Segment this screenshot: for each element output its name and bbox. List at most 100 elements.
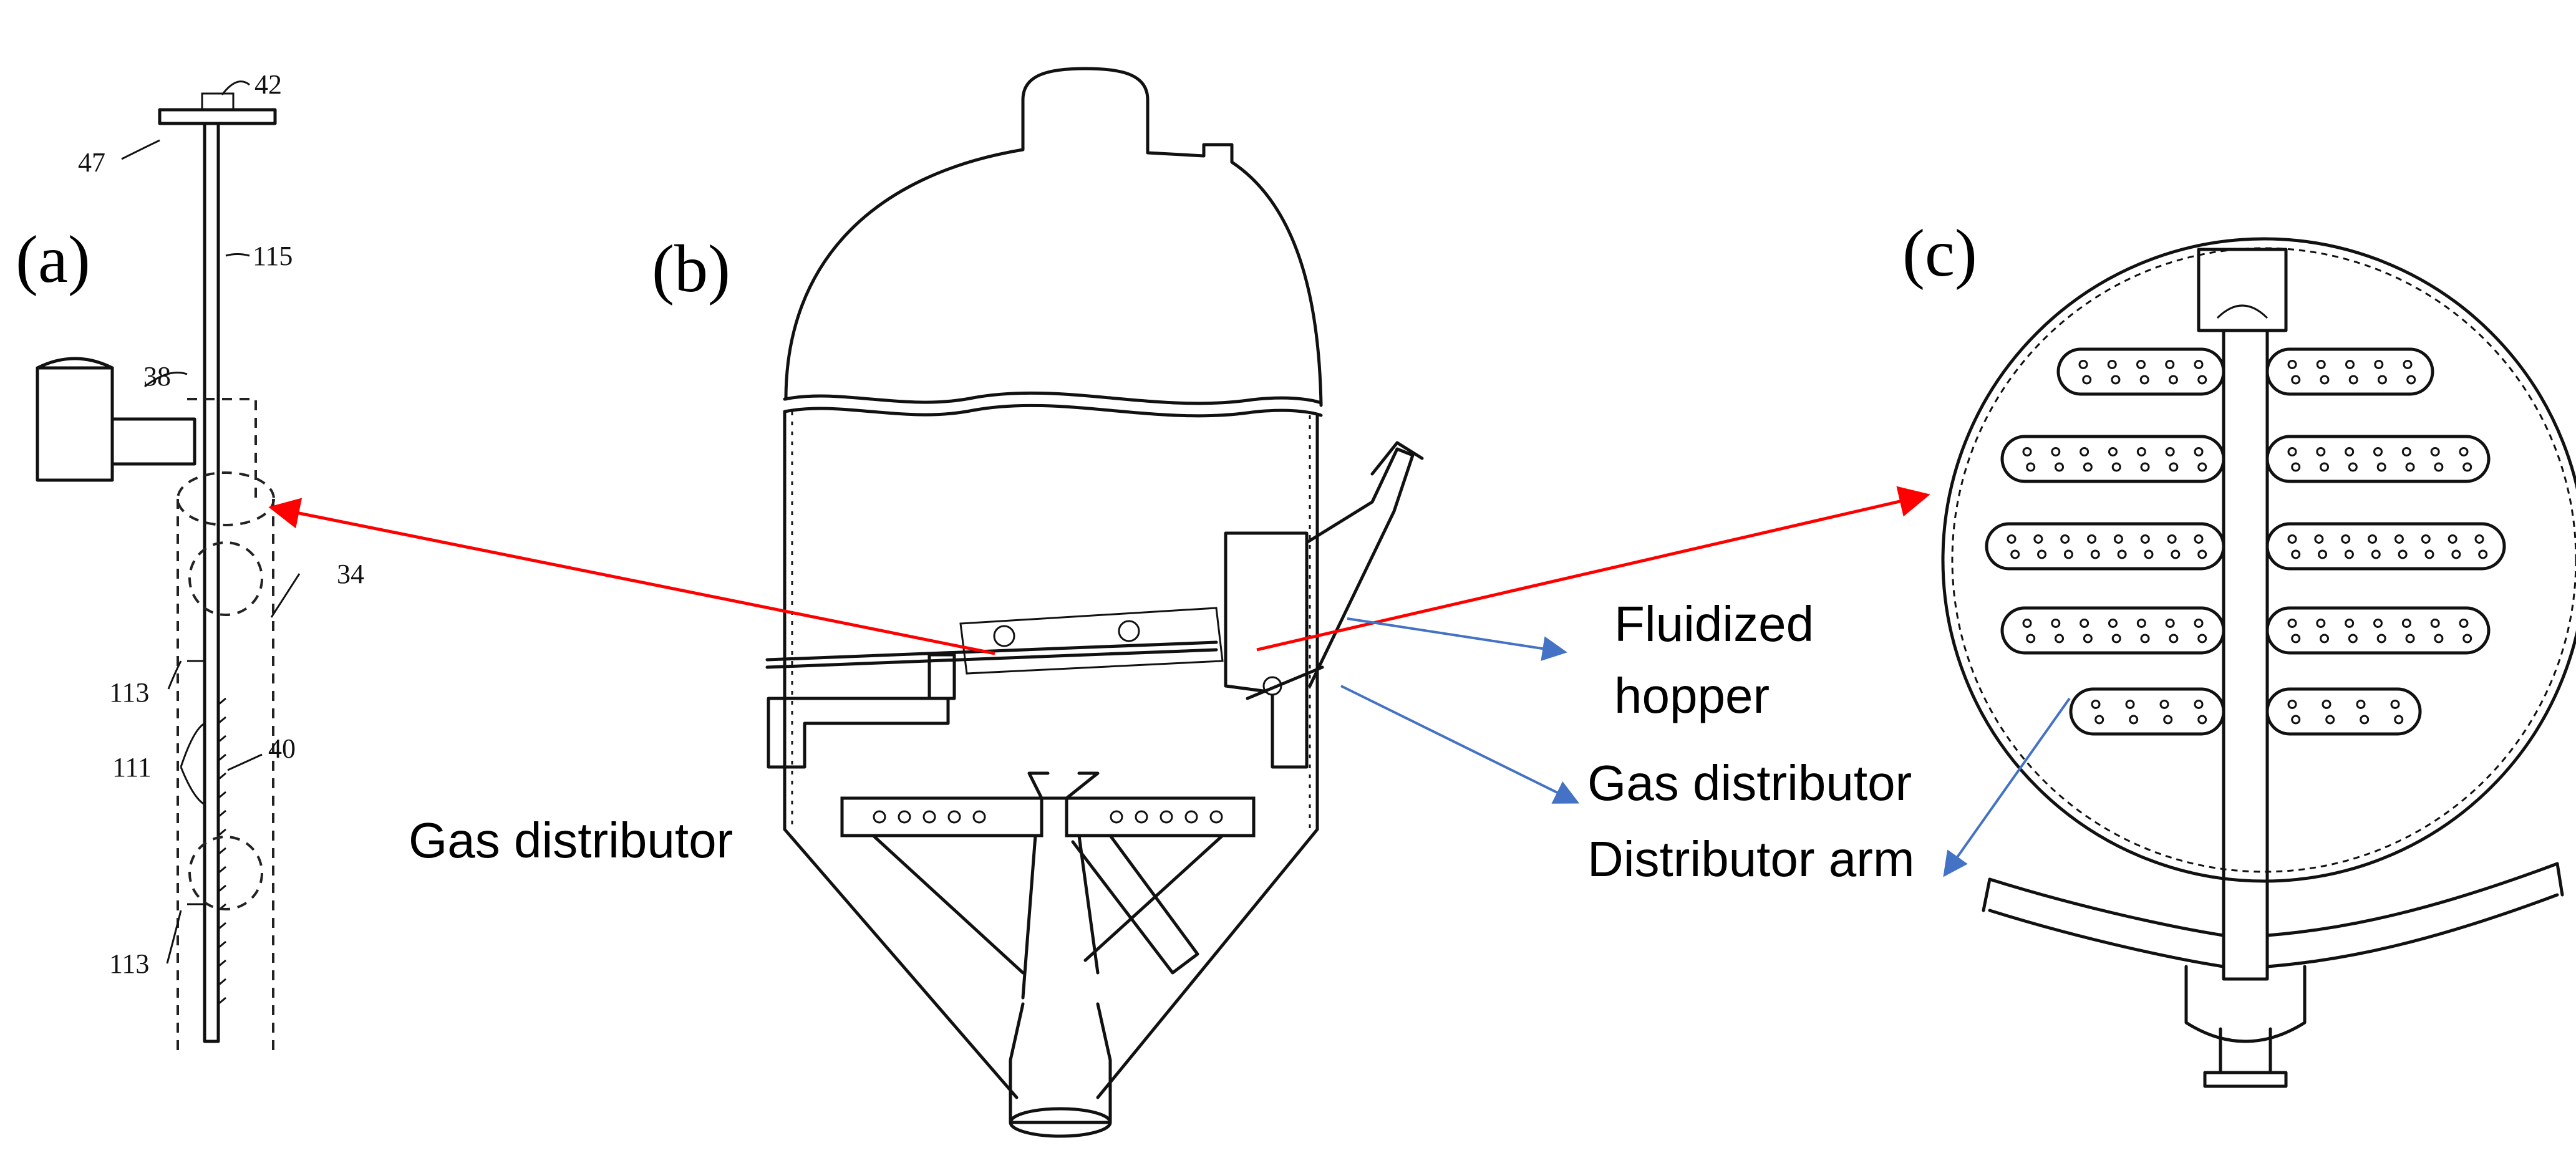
vessel-dome	[784, 67, 1323, 407]
perforation-hole	[2136, 359, 2146, 369]
arm-holes	[2007, 359, 2488, 725]
label-gas-distributor-left: Gas distributor	[409, 813, 733, 868]
perforation-hole	[2316, 446, 2326, 456]
perforation-hole	[2405, 462, 2415, 472]
perforation-hole	[2197, 462, 2207, 472]
panel-a-drawing: (a) 42 47 115 38 34 113 111	[16, 69, 364, 1054]
arm-left-4	[2000, 606, 2225, 655]
perforation-hole	[2394, 715, 2404, 725]
perforation-hole	[2111, 462, 2121, 472]
perforation-hole	[2026, 462, 2036, 472]
panel-b-label: (b)	[652, 232, 730, 306]
panel-a-label: (a)	[16, 223, 90, 297]
perforation-hole	[2405, 634, 2415, 644]
perforation-hole	[2451, 549, 2461, 559]
dashed-tube	[177, 499, 274, 1054]
perforation-hole	[2194, 446, 2204, 456]
perforation-hole	[2348, 462, 2358, 472]
perforation-hole	[2033, 534, 2043, 544]
perforation-hole	[2060, 534, 2070, 544]
panel-c-label: (c)	[1902, 216, 1977, 291]
outlet-nozzle	[1009, 1002, 1112, 1124]
perforation-hole	[2421, 534, 2431, 544]
perforation-hole	[2459, 618, 2469, 628]
perforation-hole	[2345, 359, 2355, 369]
red-arrow-to-a	[268, 498, 995, 655]
perforation-hole	[2083, 634, 2093, 644]
perforation-hole	[2376, 462, 2386, 472]
perforation-hole	[2401, 618, 2411, 628]
label-fluidized: Fluidized	[1614, 596, 1814, 652]
perforation-hole	[2462, 462, 2472, 472]
perforation-hole	[2434, 634, 2444, 644]
perforation-hole	[2478, 549, 2488, 559]
perforation-hole	[2010, 549, 2020, 559]
panel-c-drawing: (c)	[1902, 216, 2576, 1088]
blue-arrow-hopper	[1347, 617, 1567, 661]
perforation-hole	[2140, 462, 2150, 472]
central-header	[2222, 329, 2269, 981]
perforation-hole	[2320, 375, 2330, 385]
perforation-hole	[2316, 359, 2326, 369]
side-box	[36, 366, 114, 482]
perforation-hole	[2171, 549, 2181, 559]
perforation-hole	[2406, 375, 2416, 385]
perforation-hole	[2345, 618, 2355, 628]
blue-arrow-distributor-arm	[1943, 697, 2071, 877]
perforation-hole	[2341, 534, 2351, 544]
perforation-hole	[2320, 634, 2330, 644]
perforation-hole	[2424, 549, 2434, 559]
perforation-hole	[2318, 549, 2328, 559]
perforation-hole	[2108, 446, 2118, 456]
perforation-hole	[2430, 446, 2440, 456]
perforation-hole	[2082, 375, 2092, 385]
perforation-hole	[2320, 462, 2330, 472]
perforation-hole	[2063, 549, 2073, 559]
perforation-hole	[2401, 446, 2411, 456]
perforation-hole	[2371, 549, 2381, 559]
perforation-hole	[2129, 715, 2139, 725]
perforation-hole	[2194, 699, 2204, 709]
perforation-hole	[2374, 359, 2384, 369]
perforation-hole	[2448, 534, 2457, 544]
flange-47	[201, 92, 235, 111]
perforation-hole	[2377, 375, 2387, 385]
perforation-hole	[2430, 618, 2440, 628]
connector-38	[110, 417, 196, 466]
perforation-hole	[2144, 549, 2154, 559]
perforation-hole	[2291, 549, 2301, 559]
perforation-hole	[2459, 446, 2469, 456]
label-hopper: hopper	[1614, 668, 1770, 723]
perforation-hole	[2287, 699, 2297, 709]
top-plate	[158, 108, 277, 125]
blue-arrow-gas-distributor	[1340, 685, 1580, 804]
perforation-hole	[2287, 359, 2297, 369]
perforation-hole	[2194, 534, 2204, 544]
perforation-hole	[2287, 618, 2297, 628]
perforation-hole	[2163, 715, 2173, 725]
perforation-hole	[2055, 634, 2065, 644]
perforation-hole	[2139, 375, 2149, 385]
perforation-hole	[2087, 534, 2097, 544]
arm-left-3	[1985, 522, 2225, 571]
arm-right-2	[2265, 435, 2491, 483]
perforation-hole	[2037, 549, 2047, 559]
perforation-hole	[2322, 699, 2331, 709]
perforation-hole	[2197, 375, 2207, 385]
perforation-hole	[2390, 699, 2400, 709]
part-115: 115	[253, 241, 293, 271]
probe-rod-115	[203, 122, 220, 1043]
part-47: 47	[78, 147, 105, 178]
perforation-hole	[2165, 359, 2175, 369]
perforation-hole	[2108, 618, 2118, 628]
side-hopper-b	[767, 697, 950, 769]
perforation-hole	[2080, 446, 2089, 456]
perforation-hole	[2113, 534, 2123, 544]
perforation-hole	[2107, 359, 2117, 369]
perforation-hole	[2316, 618, 2326, 628]
perforation-hole	[2026, 634, 2036, 644]
perforation-hole	[2083, 462, 2093, 472]
perforation-hole	[2434, 462, 2444, 472]
perforation-hole	[2394, 534, 2404, 544]
